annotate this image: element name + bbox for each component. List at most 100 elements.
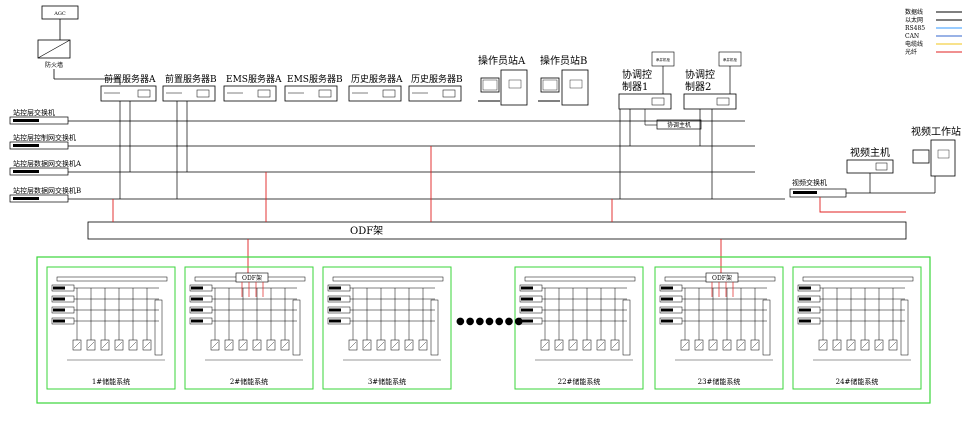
device-port [521,319,533,323]
video-host-label: 视频主机 [850,146,890,159]
switch-control: 站控层控制网交换机 [9,133,76,150]
coordinator-label: 协调控制器2 [685,68,715,93]
operator-station-b: 操作员站B [538,54,589,106]
device-port [799,297,811,301]
video-host: 视频主机 [846,146,894,174]
switch-data-b: 站控层数据网交换机B [9,186,81,203]
device-port [53,308,65,312]
storage-system-group: 24#储能系统 [792,266,922,390]
server-ems-b: EMS服务器B [284,73,343,102]
storage-system-group: 1#储能系统 [46,266,176,390]
cabinet-side [622,299,631,356]
storage-system-group: 3#储能系统 [322,266,452,390]
storage-system-border [322,266,452,390]
workstation-icon [538,69,589,106]
workstation-icon [478,69,528,106]
storage-system-border [654,266,784,390]
odf-small-label: ODF架 [242,274,262,282]
server-history-a: 历史服务器A [348,73,403,102]
video-switch: 视频交换机 [789,178,847,198]
storage-systems: 1#储能系统 2#储能系统 3#储能系统 22#储能系统 23#储能系统 24#储能系统 O… [46,266,922,390]
storage-system-border [792,266,922,390]
bus-frame [56,276,168,282]
server-front-b: 前置服务器B [162,73,217,102]
firewall-label: 防火墙 [45,61,63,69]
cabinet-side [292,299,301,356]
device-port [329,308,341,312]
cabinet-side [430,299,439,356]
device-port [521,286,533,290]
device-port [661,286,673,290]
odf-rack [87,221,907,240]
odf-label: ODF架 [350,225,383,237]
device-port [661,319,673,323]
storage-system-label: 3#储能系统 [368,377,406,386]
cabinet-side [762,299,771,356]
device-port [661,297,673,301]
operator-station-label: 操作员站B [540,54,587,67]
cabinet-label: 串并机柜 [656,57,670,62]
switch-data-a: 站控层数据网交换机A [9,159,82,176]
storage-system-label: 23#储能系统 [698,377,741,386]
server-label: EMS服务器A [226,73,282,85]
device-port [191,308,203,312]
storage-system-border [514,266,644,390]
switch-station: 站控层交换机 [9,108,69,125]
bus-frame [802,276,914,282]
storage-system-label: 2#储能系统 [230,377,268,386]
device-port [521,297,533,301]
coordinator-host-label: 协调主机 [667,121,691,129]
server-ems-a: EMS服务器A [223,73,282,102]
operator-station-label: 操作员站A [478,54,526,67]
switch-label: 站控层控制网交换机 [13,133,76,142]
ellipsis-dots: ●●●●●●● [456,316,524,327]
fiber-links [112,146,906,277]
device-port [329,319,341,323]
switch-label: 站控层数据网交换机A [13,159,82,168]
storage-system-border [46,266,176,390]
storage-system-group: 22#储能系统 [514,266,644,390]
coordinator-host-box [656,119,702,130]
device-port [661,308,673,312]
coordinator-1: 协调控制器1 串并机柜 [618,51,675,110]
storage-system-label: 22#储能系统 [558,377,601,386]
device-port [53,286,65,290]
workstation-icon [912,139,956,177]
cabinet-side [154,299,163,356]
coordinator-label: 协调控制器1 [622,68,652,93]
device-port [53,319,65,323]
firewall-icon [37,39,71,59]
odf-small-box [705,272,739,283]
server-label: 前置服务器A [104,73,156,85]
storage-system-label: 24#储能系统 [836,377,879,386]
device-port [799,286,811,290]
server-label: EMS服务器B [287,73,343,85]
video-switch-label: 视频交换机 [792,178,827,187]
odf-small: ODF架 [705,272,739,297]
legend-label: 以太网 [905,16,923,24]
storage-system-group: 23#储能系统 [654,266,784,390]
bus-frame [524,276,636,282]
device-port [191,297,203,301]
device-port [799,319,811,323]
odf-small-label: ODF架 [712,274,732,282]
device-port [799,308,811,312]
storage-system-label: 1#储能系统 [92,377,130,386]
operator-station-a: 操作员站A [478,54,528,106]
odf-small-box [235,272,269,283]
cabinet-side [900,299,909,356]
agc-label: AGC [53,11,66,17]
device-port [329,297,341,301]
device-port [191,319,203,323]
legend-label: 光纤 [905,48,917,56]
bus-frame [332,276,444,282]
server-label: 前置服务器B [165,73,217,85]
server-front-a: 前置服务器A [100,73,157,102]
video-workstation: 视频工作站 [911,125,961,177]
server-label: 历史服务器A [351,73,403,85]
coordinator-2: 协调控制器2 串并机柜 [683,51,742,110]
server-history-b: 历史服务器B [408,73,463,102]
device-port [329,286,341,290]
